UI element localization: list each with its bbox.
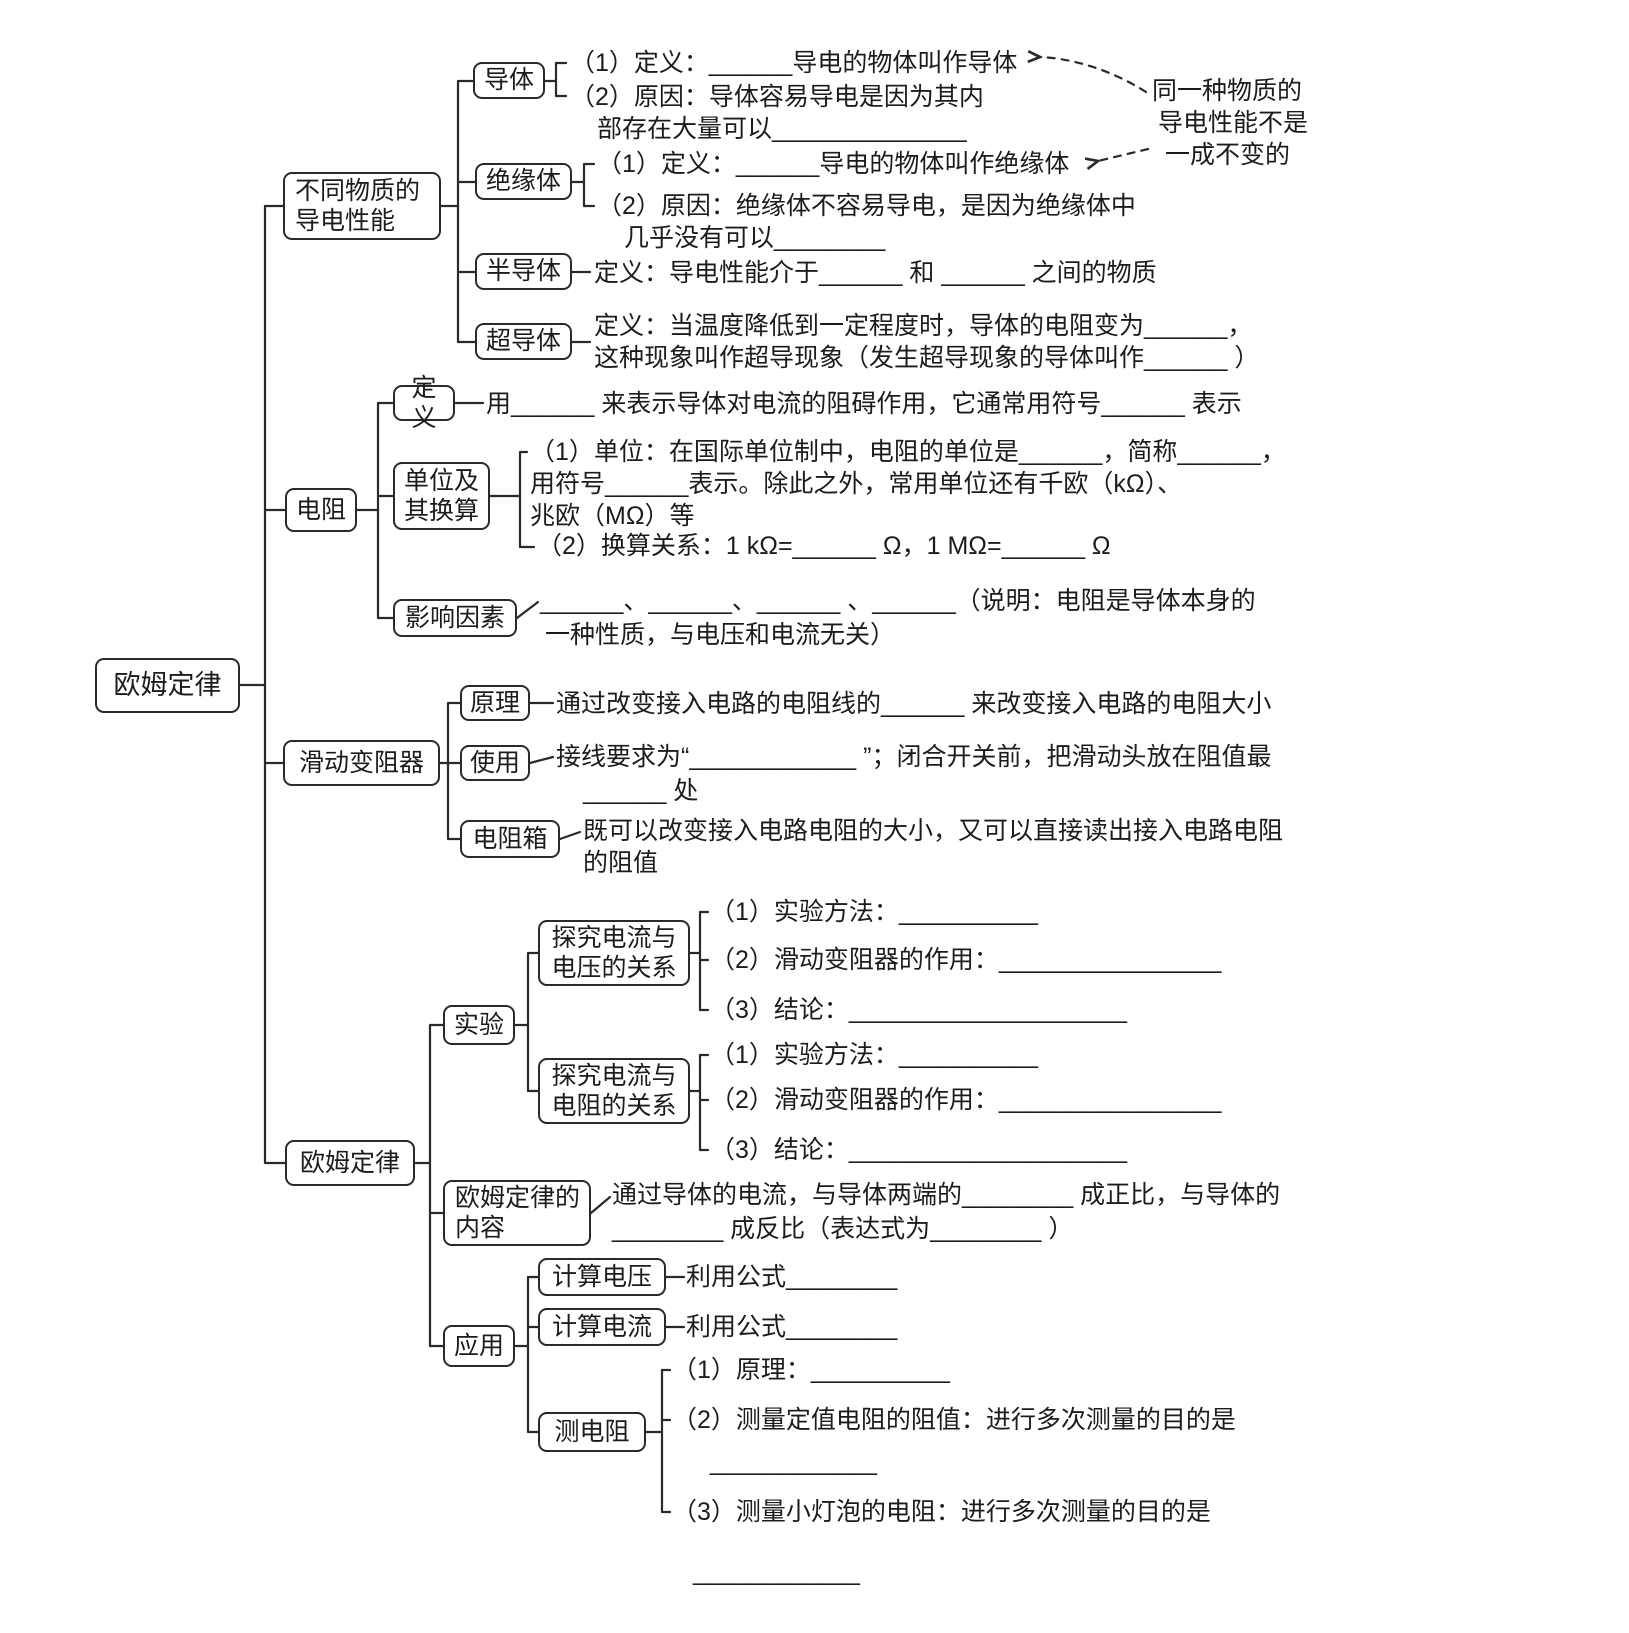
node-units-conversion: 单位及其换算: [393, 462, 490, 530]
node-exp-current-resistance: 探究电流与电阻的关系: [538, 1058, 690, 1124]
text-exp2-rheostat-role: （2）滑动变阻器的作用：________________: [710, 1086, 1222, 1114]
node-superconductor: 超导体: [475, 323, 572, 360]
text-rheostat-usage-line1: 接线要求为“____________ ”；闭合开关前，把滑动头放在阻值最: [556, 743, 1272, 771]
connector-usage: [528, 755, 555, 765]
node-rheostat-usage: 使用: [460, 745, 530, 781]
text-measure-r-fixed-line2: ____________: [710, 1448, 877, 1476]
node-conductor: 导体: [473, 62, 545, 99]
text-exp2-conclusion: （3）结论：____________________: [710, 1136, 1127, 1164]
node-sliding-rheostat: 滑动变阻器: [283, 740, 440, 786]
text-measure-r-fixed-line1: （2）测量定值电阻的阻值：进行多次测量的目的是: [672, 1406, 1236, 1434]
text-exp1-rheostat-role: （2）滑动变阻器的作用：________________: [710, 946, 1222, 974]
text-ohms-law-content-line2: ________ 成反比（表达式为________ ）: [612, 1215, 1074, 1243]
node-application: 应用: [443, 1325, 515, 1367]
text-resistance-box-line2: 的阻值: [583, 849, 659, 877]
text-ohms-law-content-line1: 通过导体的电流，与导体两端的________ 成正比，与导体的: [612, 1181, 1281, 1209]
dashed-arrow-to-insulator: [1098, 147, 1150, 161]
dashed-arrow-to-conductor: [1040, 57, 1148, 94]
connector-exp2: [688, 1053, 710, 1152]
connector-branch2: [355, 401, 395, 620]
note-same-substance-line3: 一成不变的: [1165, 141, 1291, 169]
text-insulator-reason-line1: （2）原因：绝缘体不容易导电，是因为绝缘体中: [597, 192, 1136, 220]
text-insulator-definition: （1）定义：______导电的物体叫作绝缘体: [597, 150, 1070, 178]
node-resistance-box: 电阻箱: [460, 820, 560, 858]
node-calc-voltage: 计算电压: [538, 1258, 666, 1296]
node-root-ohms-law: 欧姆定律: [95, 658, 240, 713]
connector-branch1: [439, 79, 477, 344]
connector-root: [238, 204, 287, 1165]
text-resistance-box-line1: 既可以改变接入电路电阻的大小，又可以直接读出接入电路电阻: [583, 817, 1284, 845]
node-different-materials: 不同物质的导电性能: [283, 172, 441, 240]
text-factors-line1: ______、______、______ 、______（说明：电阻是导体本身的: [540, 587, 1256, 615]
note-same-substance-line1: 同一种物质的: [1152, 77, 1303, 105]
connector-insulator: [570, 162, 596, 208]
text-measure-r-principle: （1）原理：__________: [672, 1356, 950, 1384]
text-superconductor-def-line1: 定义：当温度降低到一定程度时，导体的电阻变为______，: [594, 312, 1253, 340]
node-ohms-law-content: 欧姆定律的内容: [443, 1180, 591, 1246]
text-calc-voltage-formula: 利用公式________: [686, 1263, 898, 1291]
connector-branch3: [438, 701, 462, 841]
text-exp1-conclusion: （3）结论：____________________: [710, 996, 1127, 1024]
connector-conductor: [543, 61, 568, 98]
connector-units: [488, 450, 536, 549]
text-resistance-definition: 用______ 来表示导体对电流的阻碍作用，它通常用符号______ 表示: [486, 390, 1242, 418]
text-semiconductor-definition: 定义：导电性能介于______ 和 ______ 之间的物质: [594, 259, 1157, 287]
text-units-line1: （1）单位：在国际单位制中，电阻的单位是______，简称______，: [530, 438, 1286, 466]
text-rheostat-principle: 通过改变接入电路的电阻线的______ 来改变接入电路的电阻大小: [556, 690, 1272, 718]
text-exp1-method: （1）实验方法：__________: [710, 898, 1038, 926]
note-same-substance-line2: 导电性能不是: [1158, 109, 1309, 137]
node-resistance: 电阻: [285, 488, 357, 532]
node-ohms-law-branch: 欧姆定律: [285, 1140, 415, 1186]
node-influencing-factors: 影响因素: [393, 599, 517, 637]
connector-exp1: [688, 910, 710, 1012]
node-semiconductor: 半导体: [475, 253, 572, 290]
text-rheostat-usage-line2: ______ 处: [583, 777, 699, 805]
text-exp2-method: （1）实验方法：__________: [710, 1041, 1038, 1069]
text-conductor-reason-line1: （2）原因：导体容易导电是因为其内: [570, 83, 984, 111]
node-resistance-definition: 定义: [393, 374, 455, 432]
node-experiment: 实验: [443, 1005, 515, 1045]
connector-measure-r: [644, 1368, 672, 1514]
connector-resistbox: [558, 830, 582, 841]
text-measure-r-bulb-line1: （3）测量小灯泡的电阻：进行多次测量的目的是: [672, 1498, 1211, 1526]
node-calc-current: 计算电流: [538, 1308, 666, 1346]
connector-content: [589, 1195, 612, 1215]
text-conductor-definition: （1）定义：______导电的物体叫作导体: [570, 49, 1018, 77]
connector-factors: [515, 600, 540, 620]
text-superconductor-def-line2: 这种现象叫作超导现象（发生超导现象的导体叫作______ ）: [594, 344, 1260, 372]
text-calc-current-formula: 利用公式________: [686, 1313, 898, 1341]
text-units-line2: 用符号______表示。除此之外，常用单位还有千欧（kΩ）、: [530, 470, 1183, 498]
text-units-line4: （2）换算关系：1 kΩ=______ Ω，1 MΩ=______ Ω: [537, 532, 1111, 560]
node-measure-resistance: 测电阻: [538, 1412, 646, 1452]
text-conductor-reason-line2: 部存在大量可以______________: [597, 115, 967, 143]
node-rheostat-principle: 原理: [460, 685, 530, 721]
text-measure-r-bulb-line2: ____________: [693, 1558, 860, 1586]
text-units-line3: 兆欧（MΩ）等: [530, 502, 695, 530]
connector-application: [513, 1275, 540, 1434]
node-exp-current-voltage: 探究电流与电压的关系: [538, 920, 690, 986]
connector-branch4: [413, 1023, 445, 1348]
node-insulator: 绝缘体: [475, 163, 572, 200]
connector-experiment: [513, 951, 540, 1093]
text-factors-line2: 一种性质，与电压和电流无关）: [545, 621, 896, 649]
text-insulator-reason-line2: 几乎没有可以________: [624, 224, 886, 252]
